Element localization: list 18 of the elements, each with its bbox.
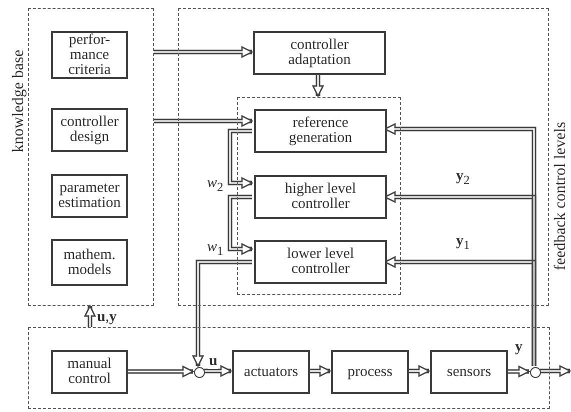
group-heading: knowledge base (10, 48, 28, 154)
block-box: sensors (430, 350, 508, 394)
dashed-frame (237, 97, 401, 295)
block-box: controller design (51, 108, 128, 152)
block-box: process (331, 350, 409, 394)
block-box: mathem. models (51, 239, 128, 286)
summing-junction (530, 367, 541, 378)
block-box: higher level controller (254, 175, 387, 219)
block-box: actuators (232, 350, 310, 394)
block-box: manual control (51, 350, 128, 394)
block-box: parameter estimation (51, 174, 128, 218)
group-heading: feedback control levels (552, 120, 570, 272)
block-box: controller adaptation (253, 31, 386, 75)
summing-junction (194, 367, 205, 378)
block-box: reference generation (254, 109, 387, 153)
dashed-frame (28, 327, 550, 409)
block-box: perfor- mance criteria (51, 31, 128, 79)
block-box: lower level controller (254, 240, 387, 284)
